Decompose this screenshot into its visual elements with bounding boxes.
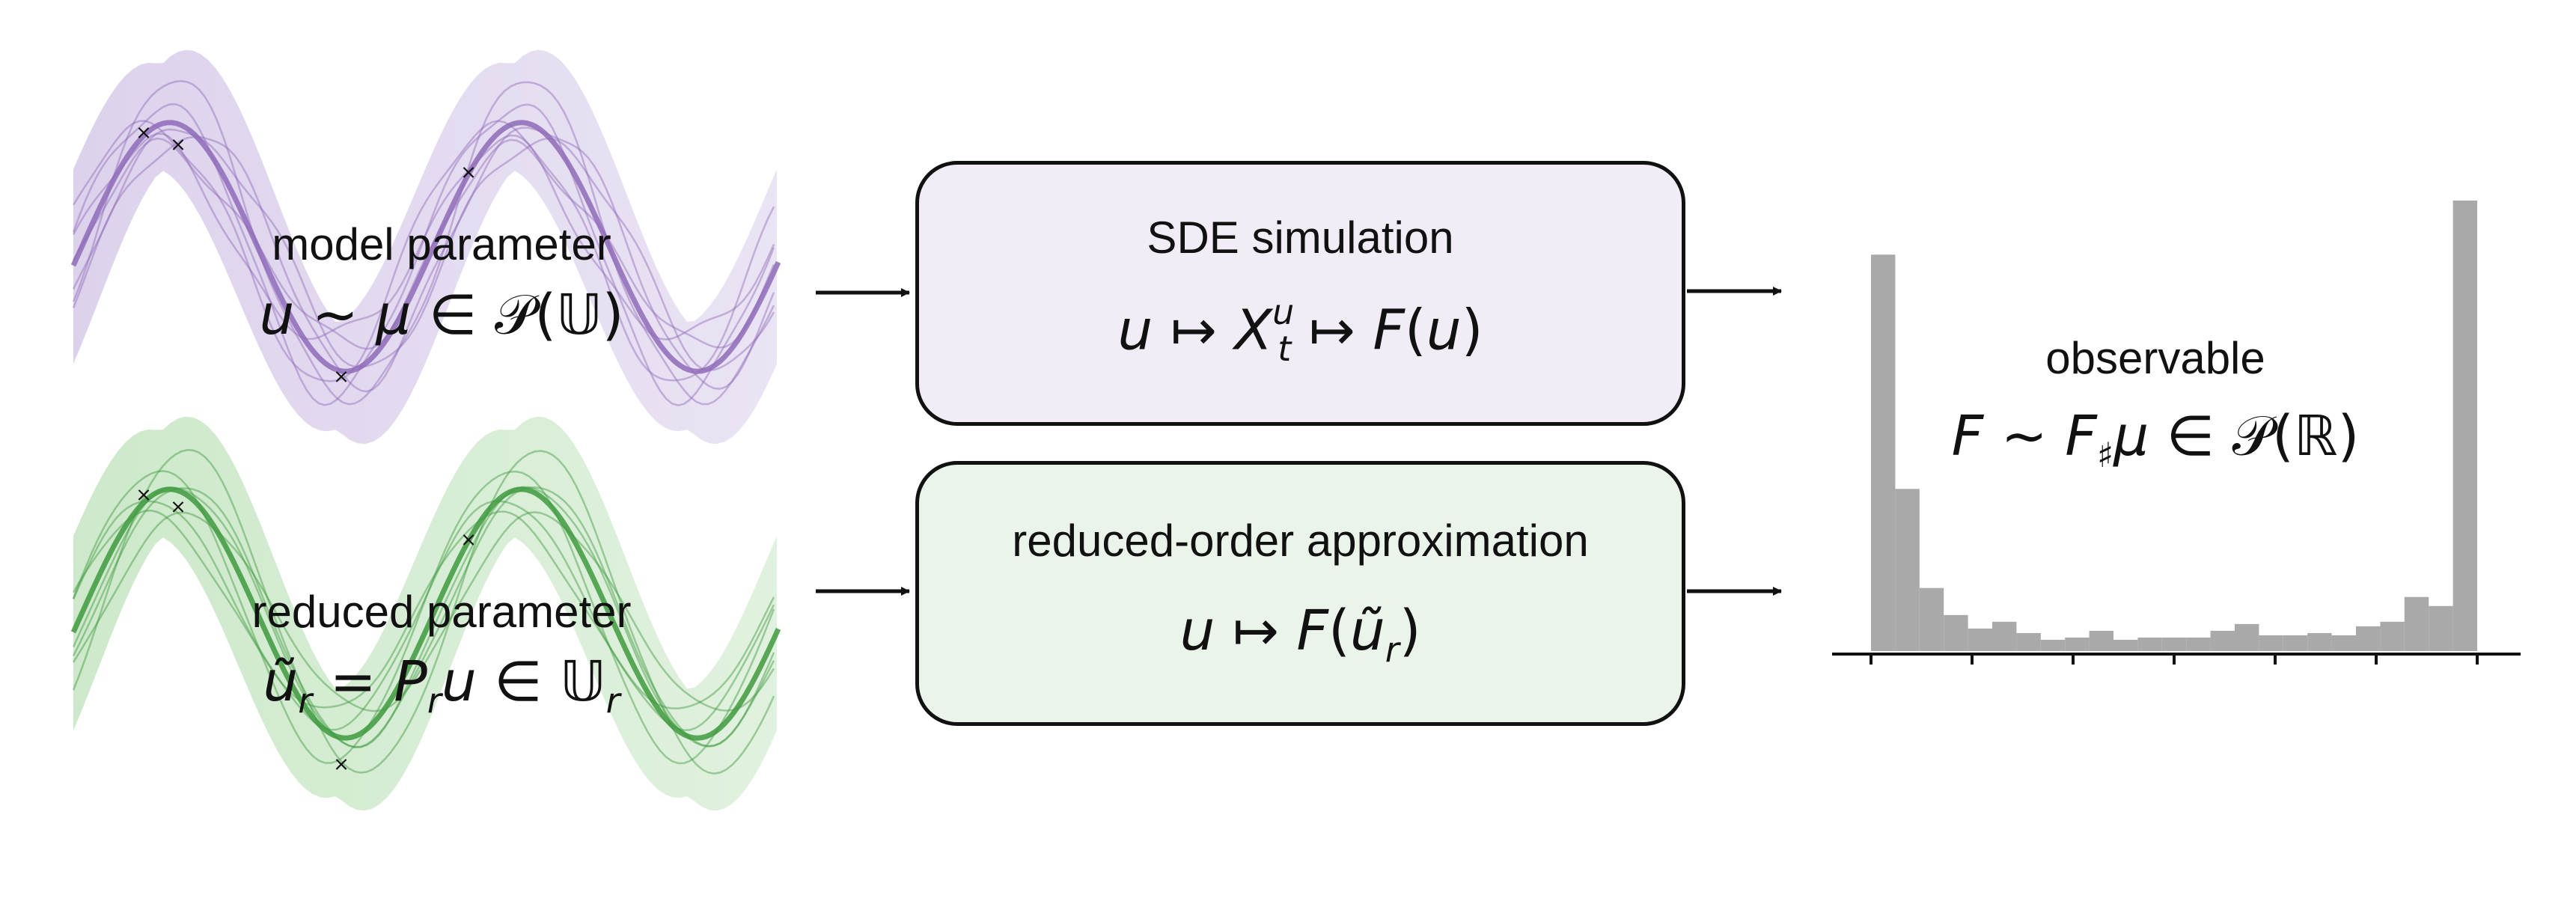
- histogram-bar: [2113, 639, 2138, 651]
- mean-path: [70, 486, 781, 741]
- model-parameter-title: model parameter: [272, 219, 611, 269]
- sde-simulation-formula: u ↦ Xut ↦ F(u): [1117, 292, 1483, 370]
- observable-histogram: [1832, 201, 2521, 665]
- observation-marker: ×: [170, 496, 186, 519]
- reduced-order-title: reduced-order approximation: [1012, 516, 1589, 566]
- sample-path: [72, 103, 775, 406]
- sde-simulation-title: SDE simulation: [1147, 213, 1454, 263]
- histogram-bar: [2356, 626, 2381, 651]
- flow-arrows: [816, 287, 1782, 596]
- histogram-bar: [1992, 621, 2017, 651]
- reduced-parameter-formula: ũr = Pru ∈ 𝕌r: [263, 650, 620, 721]
- observation-marker: ×: [170, 134, 186, 156]
- sample-path: [72, 486, 775, 748]
- histogram-bar: [2283, 635, 2308, 651]
- uncertainty-band: [73, 416, 777, 811]
- parameter-samples-green: × × × ×: [70, 416, 781, 811]
- histogram-bar: [2235, 623, 2259, 651]
- histogram-bar: [2186, 637, 2211, 651]
- histogram-bar: [2065, 637, 2090, 651]
- sample-path: [72, 137, 775, 350]
- sde-simulation-box: [915, 161, 1685, 426]
- histogram-bar: [1895, 489, 1920, 651]
- sample-path: [72, 80, 775, 406]
- histogram-bar: [2307, 632, 2332, 651]
- histogram-bar: [2161, 637, 2187, 651]
- reduced-order-box: [915, 461, 1685, 726]
- histogram-bar: [2137, 637, 2162, 651]
- histogram-bar: [2331, 635, 2356, 651]
- histogram-bar: [2429, 605, 2453, 651]
- observation-marker: ×: [333, 366, 350, 388]
- mean-path: [70, 120, 781, 374]
- sample-path: [72, 135, 775, 372]
- histogram-bar: [2453, 201, 2477, 651]
- observation-marker: ×: [135, 122, 152, 144]
- histogram-bar: [2040, 639, 2066, 651]
- sample-path: [72, 448, 775, 775]
- histogram-bar: [1968, 628, 1992, 651]
- sample-path: [72, 120, 775, 382]
- histogram-bar: [2089, 630, 2113, 651]
- histogram-bar: [2210, 630, 2235, 651]
- observation-marker: ×: [333, 754, 350, 776]
- histogram-bar: [1919, 587, 1944, 651]
- sample-path: [72, 470, 775, 765]
- reduced-parameter-title: reduced parameter: [251, 587, 632, 637]
- model-parameter-formula: u ∼ μ ∈ 𝒫(𝕌): [259, 283, 624, 347]
- histogram-bar: [1871, 254, 1896, 651]
- histogram-bar: [2380, 621, 2405, 651]
- observable-formula: F ∼ F♯μ ∈ 𝒫(ℝ): [1951, 404, 2360, 475]
- observation-marker: ×: [460, 529, 477, 552]
- histogram-bar: [2016, 632, 2041, 651]
- observable-title: observable: [2045, 333, 2265, 383]
- parameter-samples-purple: × × × ×: [70, 49, 781, 445]
- reduced-order-formula: u ↦ F(ũr): [1179, 599, 1421, 670]
- histogram-bar: [2404, 596, 2429, 651]
- sample-path: [72, 500, 775, 732]
- histogram-bar: [2259, 635, 2283, 651]
- sample-path: [72, 511, 775, 712]
- sample-path: [72, 486, 775, 748]
- uncertainty-band: [73, 49, 777, 445]
- histogram-bar: [1944, 614, 1968, 651]
- observation-marker: ×: [135, 484, 152, 507]
- observation-marker: ×: [460, 162, 477, 184]
